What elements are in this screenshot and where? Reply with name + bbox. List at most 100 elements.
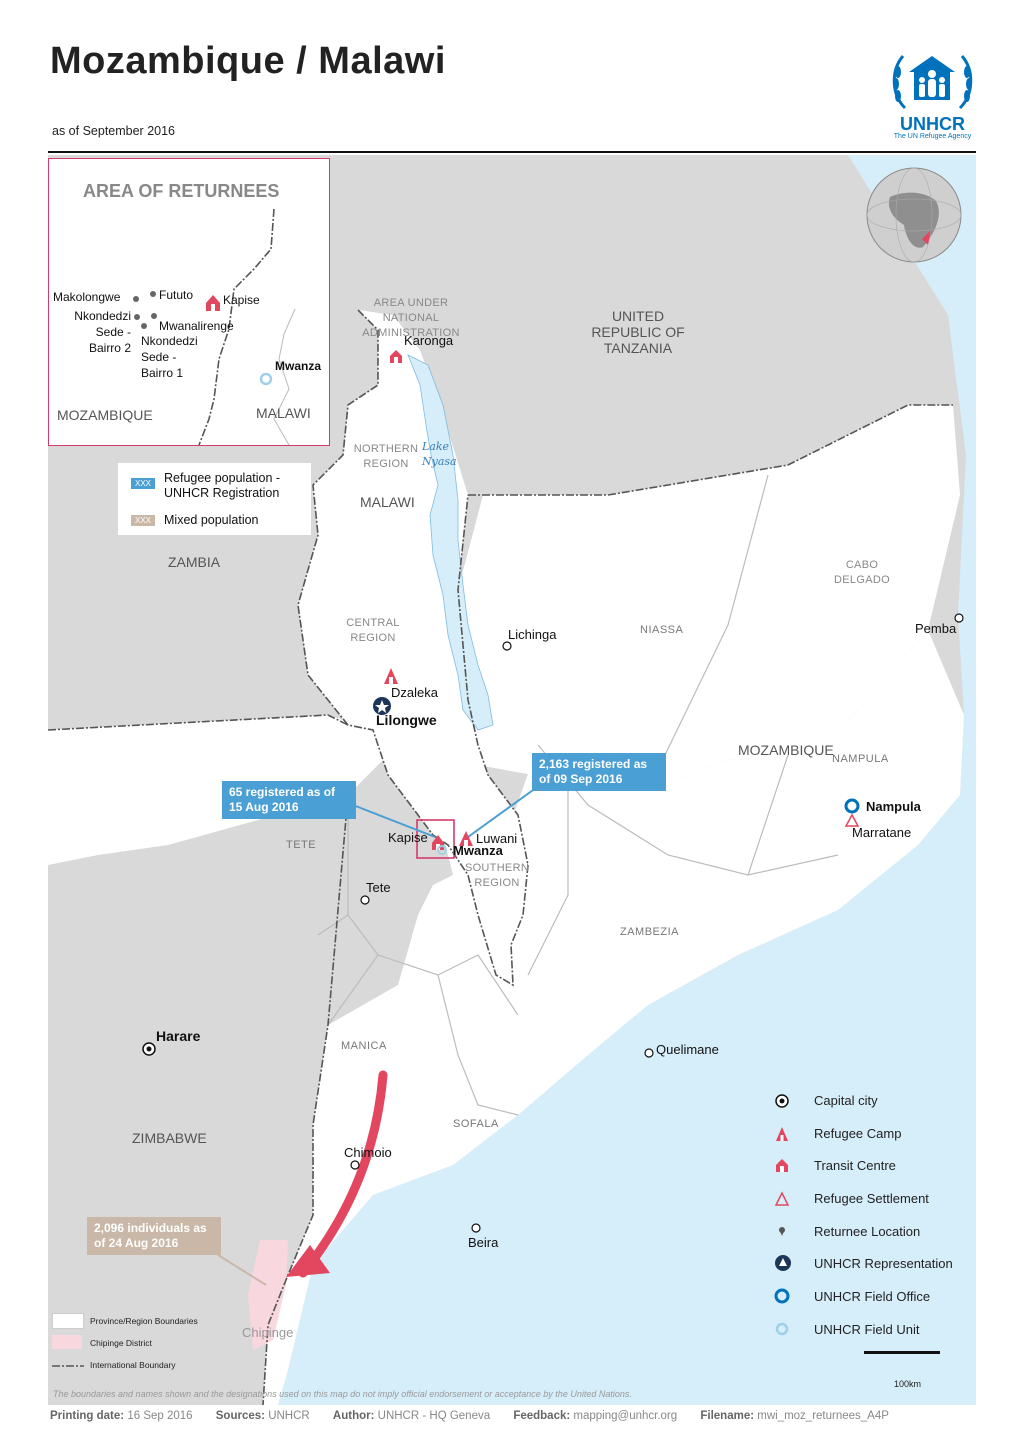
inset-title: AREA OF RETURNEES (83, 181, 280, 201)
chipinge-legend-label: Chipinge District (90, 1338, 152, 1348)
label-dzaleka: Dzaleka (391, 685, 438, 700)
indian-ocean (278, 155, 976, 1405)
refugee-swatch: XXX (131, 478, 155, 489)
movement-arrow (298, 1070, 388, 1278)
province-boundary-label: Province/Region Boundaries (90, 1316, 198, 1326)
returnee-location-icon (779, 1227, 785, 1236)
legend-row-field-unit: UNHCR Field Unit (774, 1318, 974, 1340)
callout-kapise-registered: 65 registered as of 15 Aug 2016 (222, 781, 356, 819)
inset-label-mozambique: MOZAMBIQUE (57, 407, 153, 423)
legend-row-representation: UNHCR Representation (774, 1252, 974, 1274)
label-chipinge: Chipinge (242, 1325, 294, 1340)
disclaimer: The boundaries and names shown and the d… (53, 1389, 632, 1399)
inset-mwanza-icon (259, 372, 273, 386)
international-boundary-swatch (52, 1365, 84, 1367)
label-mwanza: Mwanza (453, 843, 503, 858)
filename-label: Filename: (700, 1410, 755, 1422)
scale-label: 100km (894, 1379, 922, 1389)
inset-returnee-markers (133, 291, 157, 329)
map-title: Mozambique / Malawi (50, 40, 446, 82)
legend-row-transit: Transit Centre (774, 1154, 974, 1176)
inset-label-nkondedzi-1: Nkondedzi Sede - Bairro 1 (141, 334, 198, 380)
label-cabo-delgado: CABO DELGADO (834, 559, 890, 586)
unhcr-emblem-icon (892, 55, 973, 110)
feedback-value[interactable]: mapping@unhcr.org (573, 1410, 678, 1422)
legend-label-representation: UNHCR Representation (814, 1256, 953, 1271)
legend-label-transit: Transit Centre (814, 1158, 896, 1173)
population-legend: XXX Refugee population - UNHCR Registrat… (118, 463, 311, 535)
label-tete-province: TETE (286, 839, 317, 851)
inset-label-makolongwe: Makolongwe (53, 290, 121, 304)
callout-line-kapise (352, 804, 436, 838)
callout-luwani-registered: 2,163 registered as of 09 Sep 2016 (532, 753, 666, 791)
karonga-transit-icon (390, 350, 402, 363)
label-mozambique: MOZAMBIQUE (738, 742, 834, 758)
label-beira: Beira (468, 1235, 499, 1250)
legend-label-camp: Refugee Camp (814, 1126, 902, 1141)
unhcr-representation-icon (775, 1255, 791, 1271)
unhcr-field-office-icon (774, 1288, 790, 1304)
label-zambezia: ZAMBEZIA (620, 926, 680, 938)
label-nampula: Nampula (866, 799, 921, 814)
inset-map (133, 208, 296, 445)
international-boundaries (48, 309, 953, 1405)
base-map (48, 155, 976, 1405)
movement-arrow-head (286, 1245, 330, 1277)
inset-label-fututo: Fututo (159, 288, 194, 302)
dzaleka-camp-icon (384, 668, 398, 684)
inset-label-mwanalirenge: Mwanalirenge (159, 319, 234, 333)
filename-value: mwi_moz_returnees_A4P (757, 1410, 889, 1422)
inset-label-mwanza: Mwanza (275, 359, 322, 373)
refugee-legend-label: Refugee population - UNHCR Registration (164, 471, 281, 500)
map-date: as of September 2016 (52, 124, 175, 138)
sources-value: UNHCR (268, 1410, 310, 1422)
capital-city-icon (775, 1094, 789, 1108)
transit-centre-icon (776, 1159, 788, 1172)
printing-date-label: Printing date: (50, 1410, 125, 1422)
label-niassa: NIASSA (640, 624, 684, 636)
lake-nyasa (407, 354, 494, 731)
label-chimoio: Chimoio (344, 1145, 392, 1160)
label-lake-nyasa: Lake Nyasa (422, 440, 457, 468)
printing-date-value: 16 Sep 2016 (127, 1410, 193, 1422)
label-lichinga: Lichinga (508, 627, 557, 642)
luwani-camp-icon (459, 831, 473, 846)
unhcr-field-unit-icon (775, 1322, 789, 1336)
returnees-inset: AREA OF RETURNEES Makolongwe Fututo Kapi… (48, 158, 330, 446)
inset-label-kapise: Kapise (223, 293, 260, 307)
label-lilongwe: Lilongwe (376, 712, 437, 728)
label-luwani: Luwani (476, 831, 518, 846)
refugee-camp-icon (776, 1127, 788, 1141)
mozambique-south (48, 630, 964, 1405)
label-manica: MANICA (341, 1040, 387, 1052)
author-value: UNHCR - HQ Geneva (377, 1410, 491, 1422)
label-malawi: MALAWI (360, 494, 415, 510)
label-zimbabwe: ZIMBABWE (132, 1130, 207, 1146)
author-label: Author: (332, 1410, 375, 1422)
marratane-settlement-icon (844, 813, 860, 827)
inset-label-nkondedzi-2: Nkondedzi Sede - Bairro 2 (74, 309, 131, 355)
mwanza-field-unit-icon (437, 845, 447, 855)
province-boundary-swatch (52, 1313, 84, 1329)
label-zambia: ZAMBIA (168, 554, 221, 570)
legend-label-capital: Capital city (814, 1093, 878, 1108)
unhcr-logo: UNHCR The UN Refugee Agency (885, 50, 980, 145)
label-pemba: Pemba (915, 621, 957, 636)
legend-row-returnee: Returnee Location (774, 1220, 974, 1242)
legend-label-settlement: Refugee Settlement (814, 1191, 929, 1206)
label-southern-region: SOUTHERN REGION (464, 862, 530, 889)
chipinge-swatch (52, 1335, 82, 1349)
callout-line-chipinge (217, 1254, 267, 1286)
inset-kapise-transit-icon (206, 295, 220, 311)
label-tete: Tete (366, 880, 391, 895)
legend-label-returnee: Returnee Location (814, 1224, 921, 1239)
harare-capital-icon (142, 1042, 156, 1056)
logo-tagline: The UN Refugee Agency (893, 133, 972, 140)
label-central-region: CENTRAL REGION (346, 617, 400, 644)
label-area-under-admin: AREA UNDER NATIONAL ADMINISTRATION (362, 297, 460, 339)
scale-bar-line (864, 1351, 940, 1354)
label-karonga: Karonga (404, 333, 454, 348)
legend-row-capital: Capital city (774, 1089, 974, 1111)
label-quelimane: Quelimane (656, 1042, 719, 1057)
header-divider (48, 151, 976, 153)
